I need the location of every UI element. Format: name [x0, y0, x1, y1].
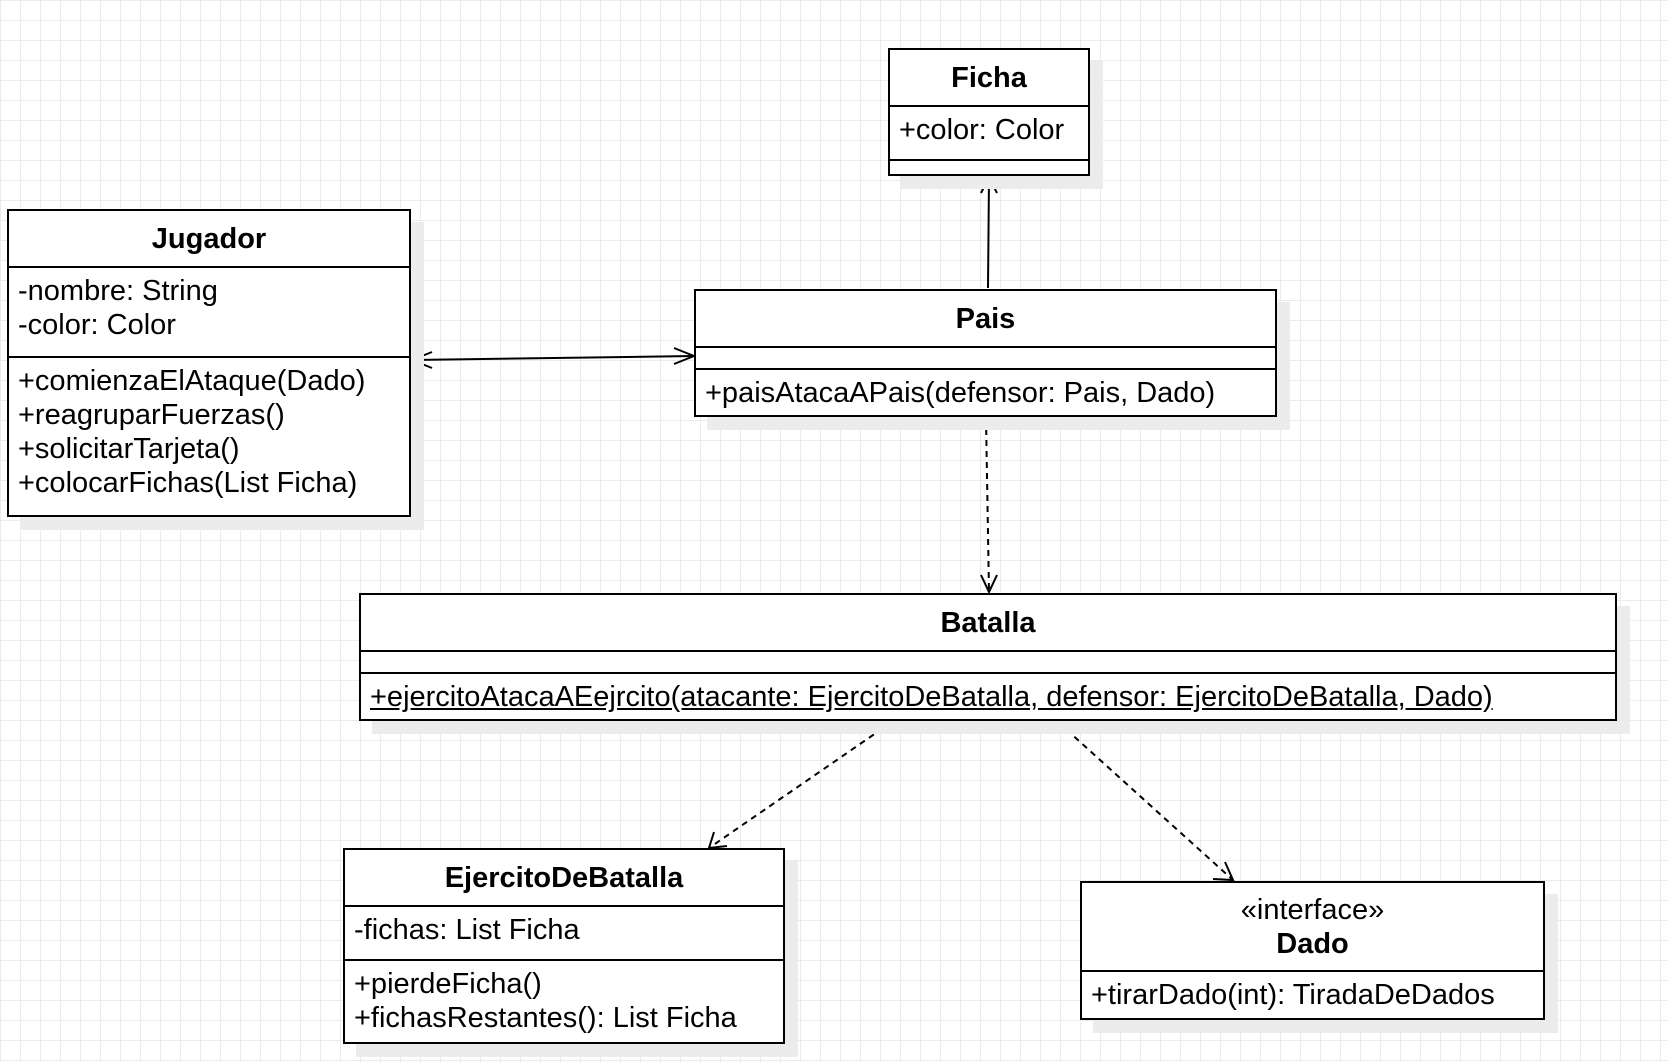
- batalla-dado-dependency: [1057, 721, 1234, 881]
- methods-compartment: +paisAtacaAPais(defensor: Pais, Dado): [696, 368, 1275, 415]
- class-name: Ficha: [890, 50, 1088, 107]
- methods-compartment: +pierdeFicha() +fichasRestantes(): List …: [345, 959, 783, 1042]
- attributes-compartment: [696, 348, 1275, 368]
- method: +fichasRestantes(): List Ficha: [354, 1002, 737, 1034]
- class-dado[interactable]: «interface» Dado +tirarDado(int): Tirada…: [1080, 881, 1545, 1020]
- method: +solicitarTarjeta(): [18, 433, 240, 465]
- pais-ficha-arrowhead: [980, 174, 998, 194]
- attributes-compartment: +color: Color: [890, 107, 1088, 159]
- static-method: +ejercitoAtacaAEejrcito(atacante: Ejerci…: [370, 681, 1493, 713]
- class-name: Batalla: [361, 595, 1615, 652]
- jugador-end-arrowhead: [409, 351, 433, 369]
- pais-batalla-dependency: [985, 417, 990, 593]
- class-name: Jugador: [9, 211, 409, 268]
- attribute: -fichas: List Ficha: [354, 914, 580, 946]
- class-jugador[interactable]: Jugador -nombre: String -color: Color +c…: [7, 209, 411, 517]
- class-name: EjercitoDeBatalla: [345, 850, 783, 907]
- batalla-dado-arrowhead: [1212, 861, 1235, 882]
- method: +comienzaElAtaque(Dado): [18, 365, 366, 397]
- method: +paisAtacaAPais(defensor: Pais, Dado): [705, 377, 1216, 409]
- attributes-compartment: -nombre: String -color: Color: [9, 268, 409, 356]
- attributes-compartment: -fichas: List Ficha: [345, 907, 783, 959]
- method: +pierdeFicha(): [354, 968, 542, 1000]
- methods-compartment: +comienzaElAtaque(Dado) +reagruparFuerza…: [9, 356, 409, 515]
- class-ficha[interactable]: Ficha +color: Color: [888, 48, 1090, 176]
- attributes-compartment: [361, 652, 1615, 672]
- methods-compartment: +ejercitoAtacaAEejrcito(atacante: Ejerci…: [361, 672, 1615, 719]
- attribute: -nombre: String: [18, 275, 218, 307]
- jugador-pais-association: [411, 355, 695, 361]
- pais-batalla-arrowhead: [980, 574, 998, 595]
- method: +colocarFichas(List Ficha): [18, 467, 358, 499]
- attribute: +color: Color: [899, 114, 1065, 146]
- batalla-ejercito-arrowhead: [707, 831, 728, 850]
- stereotype-label: «interface»: [1240, 893, 1385, 926]
- method: +reagruparFuerzas(): [18, 399, 285, 431]
- attribute: -color: Color: [18, 309, 176, 341]
- class-batalla[interactable]: Batalla +ejercitoAtacaAEejrcito(atacante…: [359, 593, 1617, 721]
- batalla-ejercito-dependency: [708, 721, 893, 849]
- pais-ficha-association: [987, 176, 990, 289]
- class-name: Pais: [696, 291, 1275, 348]
- class-ejercito-de-batalla[interactable]: EjercitoDeBatalla -fichas: List Ficha +p…: [343, 848, 785, 1044]
- method: +tirarDado(int): TiradaDeDados: [1091, 979, 1495, 1011]
- class-pais[interactable]: Pais +paisAtacaAPais(defensor: Pais, Dad…: [694, 289, 1277, 417]
- methods-compartment: [890, 159, 1088, 174]
- methods-compartment: +tirarDado(int): TiradaDeDados: [1082, 972, 1543, 1018]
- class-name: «interface» Dado: [1082, 883, 1543, 972]
